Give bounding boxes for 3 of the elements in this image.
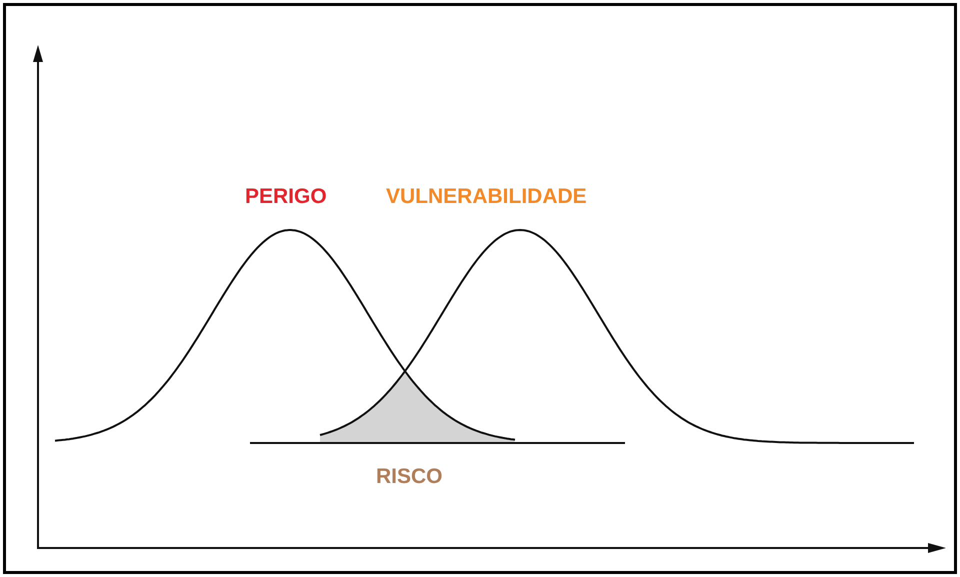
risk-label: RISCO <box>376 465 443 489</box>
vulnerability-label: VULNERABILIDADE <box>386 185 587 209</box>
hazard-label: PERIGO <box>245 185 327 209</box>
